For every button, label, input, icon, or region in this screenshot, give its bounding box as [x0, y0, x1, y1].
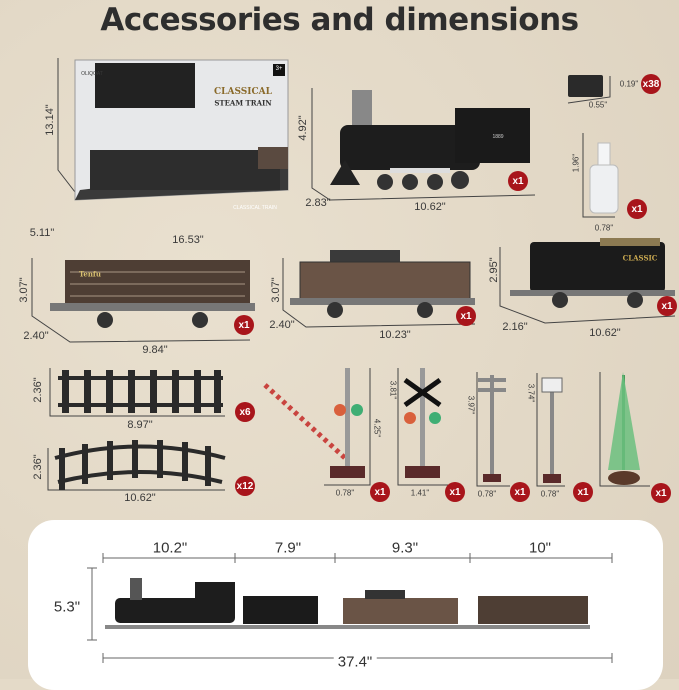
smoke-length-label: 0.55": [588, 100, 608, 110]
box-image: [74, 59, 289, 201]
box-name-line2: STEAM TRAIN: [214, 98, 272, 108]
crossing-signal-image: [403, 368, 442, 478]
assembled-cattle-car: [478, 596, 588, 624]
box-depth-label: 5.11": [29, 227, 55, 239]
assembled-height-label: 5.3": [53, 598, 81, 616]
cattle-car-image: [50, 260, 255, 328]
segment-tender-label: 7.9": [274, 539, 302, 557]
segment-cattle-label: 10": [528, 539, 552, 557]
locomotive-dimension-lines: [311, 88, 536, 201]
bottle-image: [589, 142, 619, 214]
page-title: Accessories and dimensions: [100, 2, 579, 38]
cattle-car-logo: Tenfu: [78, 269, 102, 279]
tender-qty-badge: x1: [657, 296, 677, 316]
locomotive-qty-badge: x1: [508, 171, 528, 191]
assembled-chassis: [105, 625, 590, 629]
lamp-post-image: [541, 377, 563, 483]
tender-depth-label: 2.16": [502, 321, 528, 333]
assembled-caboose: [343, 590, 458, 624]
lamp-width-label: 0.78": [540, 489, 560, 499]
box-brand: OLIQOAT: [81, 71, 103, 77]
locomotive-depth-label: 2.83": [305, 197, 331, 209]
telegraph-pole-image: [478, 375, 506, 482]
locomotive-image: [330, 90, 530, 190]
curved-track-qty-badge: x12: [235, 476, 255, 496]
straight-track-length-label: 8.97": [127, 419, 153, 431]
locomotive-length-label: 10.62": [414, 201, 446, 213]
tender-logo: CLASSIC: [622, 253, 658, 263]
box-footer: CLASSICAL TRAIN: [233, 205, 277, 211]
cattle-length-label: 9.84": [142, 344, 168, 356]
straight-track-qty-badge: x6: [235, 402, 255, 422]
box-age: 3+: [275, 66, 283, 72]
box-width-label: 16.53": [172, 234, 204, 246]
cattle-qty-badge: x1: [234, 315, 254, 335]
locomotive-number: 1889: [492, 134, 504, 140]
assembled-total-label: 37.4": [333, 653, 377, 671]
tender-length-label: 10.62": [589, 327, 621, 339]
accessory-dimension-lines: [324, 368, 650, 487]
cattle-depth-label: 2.40": [23, 330, 49, 342]
tree-qty-badge: x1: [651, 483, 671, 503]
cattle-dimension-lines: [31, 258, 251, 343]
caboose-length-label: 10.23": [379, 329, 411, 341]
height-dimension-line: [87, 567, 97, 641]
lamp-qty-badge: x1: [573, 482, 593, 502]
box-name-line1: CLASSICAL: [214, 87, 272, 97]
bottle-width-label: 0.78": [594, 223, 614, 233]
smoke-qty-badge: x38: [641, 74, 661, 94]
smoke-dimension-lines: [567, 76, 611, 104]
tree-image: [608, 372, 640, 485]
signal-qty-badge: x1: [445, 482, 465, 502]
smoke-block-image: [568, 75, 603, 97]
straight-track-image: [58, 370, 223, 413]
curved-track-dimension-lines: [47, 448, 225, 491]
signal-width-label: 1.41": [410, 488, 430, 498]
caboose-depth-label: 2.40": [269, 319, 295, 331]
segment-dimension-line: [102, 553, 613, 563]
bottle-dimension-lines: [582, 133, 615, 218]
straight-track-dimension-lines: [49, 368, 225, 417]
caboose-qty-badge: x1: [456, 306, 476, 326]
segment-caboose-label: 9.3": [391, 539, 419, 557]
segment-locomotive-label: 10.2": [152, 539, 188, 557]
pole-width-label: 0.78": [477, 489, 497, 499]
tender-dimension-lines: [499, 247, 676, 324]
bottle-qty-badge: x1: [627, 199, 647, 219]
caboose-image: [290, 250, 475, 318]
caboose-dimension-lines: [282, 258, 476, 328]
smoke-height-label: 0.19": [619, 79, 639, 89]
curved-track-image: [54, 440, 226, 490]
pole-qty-badge: x1: [510, 482, 530, 502]
gate-qty-badge: x1: [370, 482, 390, 502]
tender-image: [510, 238, 675, 308]
assembled-tender: [243, 596, 318, 624]
assembled-locomotive: [115, 578, 235, 623]
gate-width-label: 0.78": [335, 488, 355, 498]
curved-track-length-label: 10.62": [124, 492, 156, 504]
crossing-gate-image: [263, 368, 365, 478]
